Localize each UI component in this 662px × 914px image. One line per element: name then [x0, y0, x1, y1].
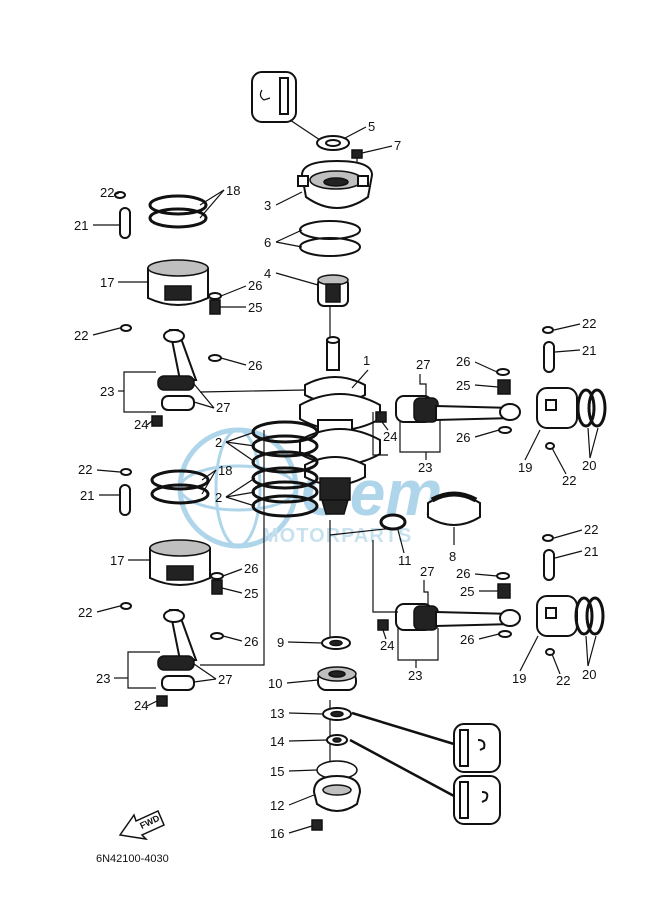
callout-18a: 18	[226, 183, 240, 198]
o-ring-6	[299, 220, 361, 257]
callout-26a: 26	[248, 278, 262, 293]
callout-3: 3	[264, 198, 271, 213]
callout-19b: 19	[512, 671, 526, 686]
callout-26h: 26	[460, 632, 474, 647]
leader-lines	[123, 371, 398, 689]
callout-13: 13	[270, 706, 284, 721]
bearing-10	[317, 666, 357, 691]
piston-set-left-lower	[119, 468, 224, 707]
callout-23b: 23	[96, 671, 110, 686]
callout-21c: 21	[582, 343, 596, 358]
callout-22e: 22	[582, 316, 596, 331]
callout-2b: 2	[215, 490, 222, 505]
bolt-16	[311, 819, 323, 831]
detail-bubble-top	[251, 71, 321, 141]
callout-22a: 22	[100, 185, 114, 200]
callout-22f: 22	[562, 473, 576, 488]
callout-23c: 23	[418, 460, 432, 475]
bearing-8	[427, 491, 481, 545]
callout-22b: 22	[74, 328, 88, 343]
callout-26e: 26	[456, 354, 470, 369]
callout-14: 14	[270, 734, 284, 749]
callout-25a: 25	[248, 300, 262, 315]
callout-22h: 22	[556, 673, 570, 688]
callout-27c: 27	[416, 357, 430, 372]
callout-27a: 27	[216, 400, 230, 415]
callout-18b: 18	[218, 463, 232, 478]
seal-14	[326, 734, 348, 746]
callout-24d: 24	[380, 638, 394, 653]
housing-3	[297, 159, 374, 209]
diagram-code: 6N42100-4030	[96, 853, 169, 865]
callout-15: 15	[270, 764, 284, 779]
callout-20b: 20	[582, 667, 596, 682]
callout-16: 16	[270, 826, 284, 841]
callout-21a: 21	[74, 218, 88, 233]
callout-21b: 21	[80, 488, 94, 503]
callout-5: 5	[368, 119, 375, 134]
callout-27b: 27	[218, 672, 232, 687]
crankshaft-1	[299, 336, 381, 515]
callout-22g: 22	[584, 522, 598, 537]
callout-25c: 25	[456, 378, 470, 393]
callout-26b: 26	[248, 358, 262, 373]
callout-4: 4	[264, 266, 271, 281]
callout-20a: 20	[582, 458, 596, 473]
callout-25d: 25	[460, 584, 474, 599]
callout-19a: 19	[518, 460, 532, 475]
callout-17b: 17	[110, 553, 124, 568]
callout-23d: 23	[408, 668, 422, 683]
callout-26c: 26	[244, 561, 258, 576]
piston-set-right-lower	[377, 534, 605, 656]
seal-13	[322, 707, 352, 721]
callout-24a: 24	[134, 417, 148, 432]
callout-10: 10	[268, 676, 282, 691]
callout-25b: 25	[244, 586, 258, 601]
callout-27d: 27	[420, 564, 434, 579]
oil-seal-5	[316, 135, 350, 151]
callout-17a: 17	[100, 275, 114, 290]
callout-7: 7	[394, 138, 401, 153]
callout-21d: 21	[584, 544, 598, 559]
callout-26d: 26	[244, 634, 258, 649]
callout-6: 6	[264, 235, 271, 250]
callout-24c: 24	[383, 429, 397, 444]
piston-rings-2	[251, 420, 319, 518]
callout-22c: 22	[78, 462, 92, 477]
callout-8: 8	[449, 549, 456, 564]
callout-labels: 1 2 2 3 4 5 6 7 8 9 10 11 12 13 14	[74, 119, 599, 841]
bearing-4	[317, 274, 349, 307]
callout-26f: 26	[456, 430, 470, 445]
detail-bubble-bottom	[349, 711, 501, 825]
callout-23a: 23	[100, 384, 114, 399]
housing-12	[312, 774, 362, 812]
callout-12: 12	[270, 798, 284, 813]
callout-2a: 2	[215, 435, 222, 450]
callout-22d: 22	[78, 605, 92, 620]
callout-9: 9	[277, 635, 284, 650]
callout-24b: 24	[134, 698, 148, 713]
callout-1: 1	[363, 353, 370, 368]
fwd-arrow-icon: FWD	[118, 810, 165, 841]
callout-11: 11	[398, 553, 412, 568]
circlip-11	[379, 513, 407, 531]
piston-set-right-upper	[375, 326, 607, 450]
callout-26g: 26	[456, 566, 470, 581]
piston-set-left-upper	[114, 191, 222, 427]
seal-9	[321, 636, 351, 650]
